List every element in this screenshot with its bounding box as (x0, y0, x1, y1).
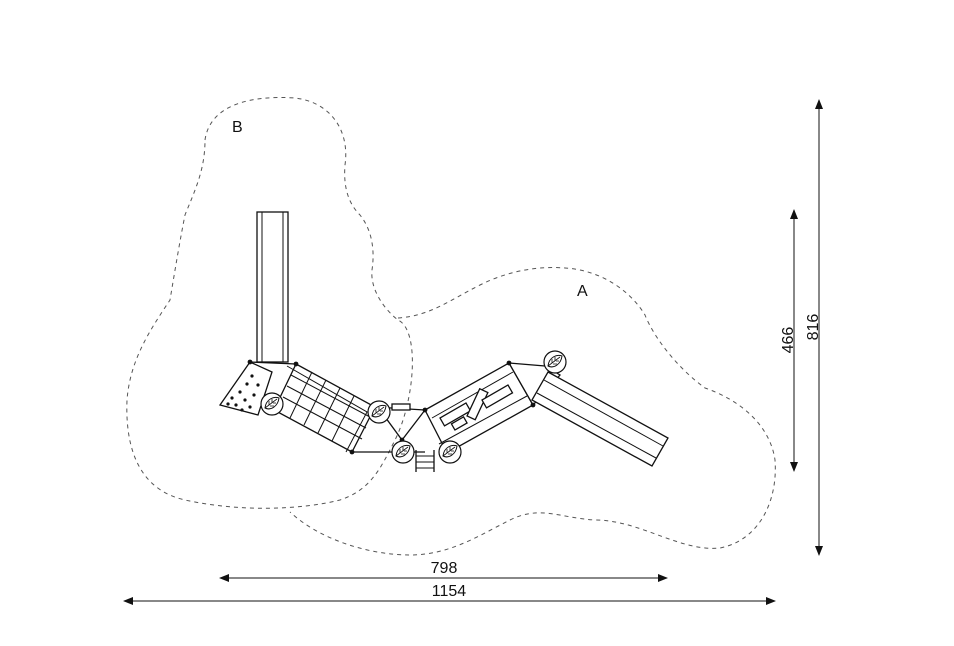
ladder-icon (415, 450, 435, 472)
dimension-width-outer: 1154 (123, 583, 776, 605)
dimension-height-inner: 466 (780, 209, 798, 472)
dimension-width-inner: 798 (219, 560, 668, 582)
zone-label-b: B (232, 119, 243, 136)
leaf-icon (391, 440, 415, 464)
safety-zone-a (289, 267, 776, 556)
leaf-icon (367, 400, 391, 424)
leaf-icon (543, 350, 567, 374)
dimension-label-798: 798 (431, 560, 458, 577)
dimension-label-1154: 1154 (432, 583, 467, 600)
dimension-label-816: 816 (805, 314, 822, 341)
zone-label-a: A (577, 283, 588, 300)
leaf-icon (438, 440, 462, 464)
climbing-net (273, 363, 376, 453)
leaf-icon (260, 392, 284, 416)
slide-right (531, 371, 669, 467)
dimension-label-466: 466 (780, 327, 797, 354)
safety-zone-b (126, 97, 413, 509)
climbing-wall (218, 361, 273, 416)
slide-left (256, 211, 289, 363)
dimension-height-outer: 816 (805, 99, 823, 556)
